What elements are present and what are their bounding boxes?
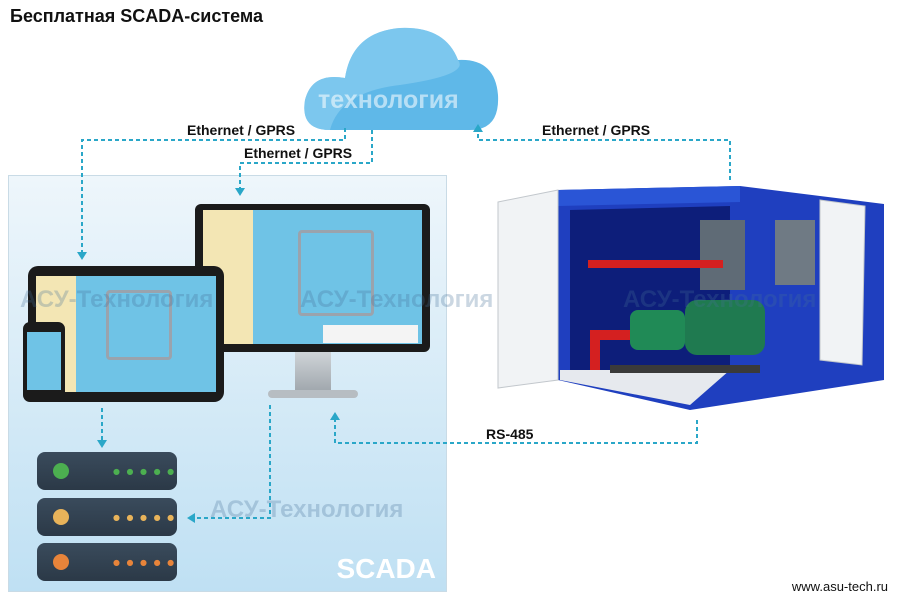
status-led-icon	[53, 509, 69, 525]
monitor-screen	[203, 210, 422, 344]
indicator-dots-icon: ● ● ● ● ●	[113, 467, 177, 476]
watermark: АСУ-Технология	[20, 286, 214, 313]
arrow-up-icon	[473, 124, 483, 132]
indicator-dots-icon: ● ● ● ● ●	[113, 513, 177, 522]
indicator-dots-icon: ● ● ● ● ●	[113, 558, 177, 567]
monitor	[195, 204, 430, 352]
cloud-icon	[304, 27, 499, 131]
phone	[23, 322, 65, 402]
link-label-cloud-tablet: Ethernet / GPRS	[187, 122, 296, 138]
monitor-base	[268, 390, 358, 398]
monitor-stand	[295, 352, 331, 392]
arrow-down-icon	[77, 252, 87, 260]
link-label-rs485: RS-485	[486, 426, 534, 442]
arrow-down-icon	[235, 188, 245, 196]
watermark: АСУ-Технология	[623, 286, 817, 313]
watermark: АСУ-Технология	[300, 286, 494, 313]
server-unit: ● ● ● ● ●	[37, 543, 177, 581]
site-url[interactable]: www.asu-tech.ru	[791, 579, 888, 594]
pump-container	[497, 186, 884, 410]
link-cloud-tablet	[81, 128, 346, 252]
link-container-scada	[334, 420, 698, 444]
server-unit: ● ● ● ● ●	[37, 498, 177, 536]
scada-label: SCADA	[336, 553, 436, 584]
status-led-icon	[53, 554, 69, 570]
link-container-cloud	[477, 132, 731, 180]
arrow-up-icon	[330, 412, 340, 420]
cloud-watermark: технология	[318, 86, 459, 114]
link-label-container-cloud: Ethernet / GPRS	[542, 122, 651, 138]
watermark: АСУ-Технология	[210, 496, 404, 523]
arrow-down-icon	[97, 440, 107, 448]
status-led-icon	[53, 463, 69, 479]
link-label-cloud-monitor: Ethernet / GPRS	[244, 145, 353, 161]
link-monitor-server	[195, 405, 271, 519]
arrow-left-icon	[187, 513, 195, 523]
link-cloud-monitor	[239, 130, 373, 188]
server-unit: ● ● ● ● ●	[37, 452, 177, 490]
phone-screen	[27, 332, 61, 390]
page-title: Бесплатная SCADA-система	[10, 6, 264, 26]
